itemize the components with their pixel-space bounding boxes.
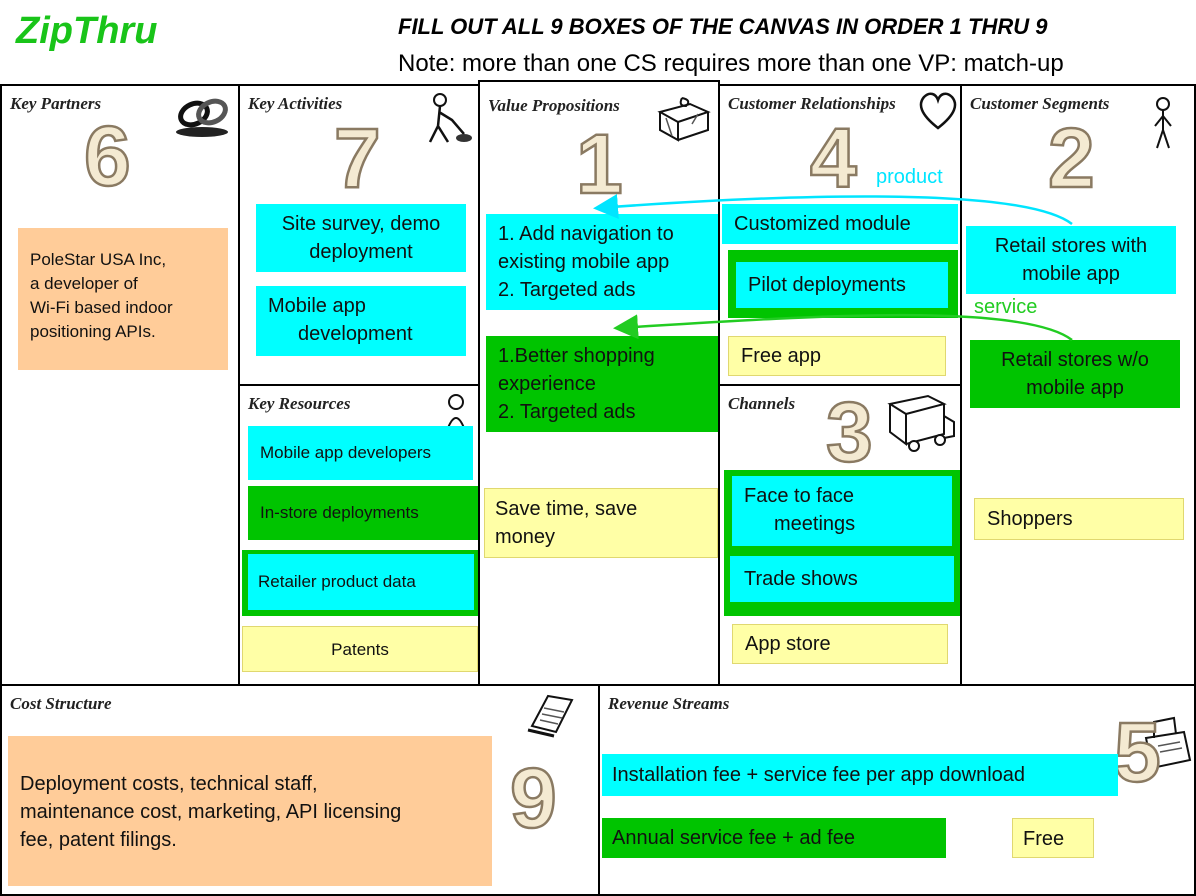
value-note: 1.Better shopping experience 2. Targeted…	[486, 336, 718, 432]
segment-note: Retail stores w/o mobile app	[970, 340, 1180, 408]
note-line: Site survey, demo	[281, 213, 441, 235]
value-note: 1. Add navigation to existing mobile app…	[486, 214, 718, 310]
note-line: Retail stores w/o	[1001, 349, 1149, 371]
panel-title: Key Activities	[248, 94, 343, 113]
note-line: 2. Targeted ads	[498, 279, 636, 301]
match-up-note: Note: more than one CS requires more tha…	[398, 50, 1064, 77]
step-number: 6	[83, 109, 132, 203]
note-line: positioning APIs.	[30, 322, 156, 341]
note-line: 1. Add navigation to	[498, 223, 674, 245]
relationship-note: Pilot deployments	[736, 262, 948, 308]
invoice-icon	[527, 694, 574, 738]
note-line: maintenance cost, marketing, API licensi…	[20, 801, 402, 823]
product-arrow-label: product	[876, 166, 943, 188]
cost-structure-panel: Cost Structure Deployment costs, technic…	[0, 684, 602, 896]
heart-icon	[919, 92, 957, 130]
note-line: existing mobile app	[498, 251, 670, 273]
brand-logo: ZipThru	[16, 10, 158, 52]
note-line: meetings	[774, 513, 856, 535]
resource-note: Mobile app developers	[248, 426, 473, 480]
note-line: Retail stores with	[994, 235, 1148, 257]
customer-relationships-panel: Customer Relationships 4 Customized modu…	[718, 84, 962, 386]
channels-panel: Channels 3 Face to face meetings Trade s…	[718, 384, 962, 687]
step-number: 7	[333, 111, 382, 205]
activity-note: Mobile app development	[256, 286, 466, 356]
revenue-note: Free	[1012, 818, 1094, 858]
activity-note: Site survey, demo deployment	[256, 204, 466, 272]
note-line: experience	[498, 373, 596, 395]
resource-note: Patents	[242, 626, 478, 672]
channel-note: App store	[732, 624, 948, 664]
note-line: 1.Better shopping	[498, 345, 655, 367]
step-number: 3	[825, 385, 874, 479]
panel-title: Customer Relationships	[728, 94, 896, 113]
worker-icon	[428, 93, 472, 143]
worker-icon	[447, 394, 465, 429]
note-line: Save time, save	[495, 498, 638, 520]
panel-title: Revenue Streams	[608, 694, 730, 713]
note-line: mobile app	[1026, 377, 1124, 399]
note-line: fee, patent filings.	[20, 829, 177, 851]
gift-box-icon	[657, 97, 711, 142]
step-number: 4	[809, 111, 858, 205]
segment-note: Retail stores with mobile app	[966, 226, 1176, 294]
note-line: money	[495, 526, 556, 548]
panel-title: Key Resources	[248, 394, 351, 413]
revenue-note: Installation fee + service fee per app d…	[602, 754, 1118, 796]
step-number: 2	[1047, 111, 1096, 205]
panel-title: Customer Segments	[970, 94, 1110, 113]
panel-title: Cost Structure	[10, 694, 112, 713]
panel-title: Key Partners	[10, 94, 102, 113]
resource-note: In-store deployments	[248, 486, 478, 540]
service-arrow-label: service	[974, 296, 1038, 318]
note-line: 2. Targeted ads	[498, 401, 636, 423]
key-activities-panel: Key Activities 7 Site survey, demo deplo…	[238, 84, 480, 386]
chain-link-icon	[176, 98, 228, 137]
note-line: deployment	[309, 241, 413, 263]
segment-note: Shoppers	[974, 498, 1184, 540]
value-note: Save time, save money	[484, 488, 718, 558]
step-number: 5	[1113, 705, 1162, 799]
note-line: Face to face	[744, 485, 855, 507]
panel-title: Channels	[728, 394, 796, 413]
value-propositions-panel: Value Propositions 1 1. Add navigation t…	[478, 80, 720, 687]
step-number: 1	[575, 117, 624, 211]
person-icon	[1154, 97, 1172, 149]
relationship-note: Free app	[728, 336, 946, 376]
relationship-note: Customized module	[722, 204, 958, 244]
truck-icon	[887, 394, 955, 452]
revenue-note: Annual service fee + ad fee	[602, 818, 946, 858]
note-line: development	[298, 323, 413, 345]
partner-note: PoleStar USA Inc, a developer of Wi-Fi b…	[18, 228, 228, 370]
note-line: PoleStar USA Inc,	[30, 250, 167, 269]
resource-note: Retailer product data	[248, 554, 474, 610]
note-line: mobile app	[1022, 263, 1120, 285]
step-number: 9	[509, 751, 558, 845]
customer-segments-panel: Customer Segments 2 Retail stores with m…	[960, 84, 1196, 687]
note-line: Mobile app	[268, 295, 366, 317]
note-line: Wi-Fi based indoor	[30, 298, 173, 317]
key-resources-panel: Key Resources Mobile app developers In-s…	[238, 384, 480, 687]
channel-note: Trade shows	[730, 556, 954, 602]
instruction-heading: FILL OUT ALL 9 BOXES OF THE CANVAS IN OR…	[398, 14, 1048, 39]
channel-note: Face to face meetings	[732, 476, 952, 546]
cost-note: Deployment costs, technical staff, maint…	[8, 736, 492, 886]
panel-title: Value Propositions	[488, 96, 620, 115]
cash-register-icon	[1144, 716, 1192, 770]
note-line: Deployment costs, technical staff,	[20, 773, 318, 795]
key-partners-panel: Key Partners 6 PoleStar USA Inc, a devel…	[0, 84, 240, 687]
revenue-streams-panel: Revenue Streams 5 Installation fee + ser…	[598, 684, 1196, 896]
note-line: a developer of	[30, 274, 138, 293]
